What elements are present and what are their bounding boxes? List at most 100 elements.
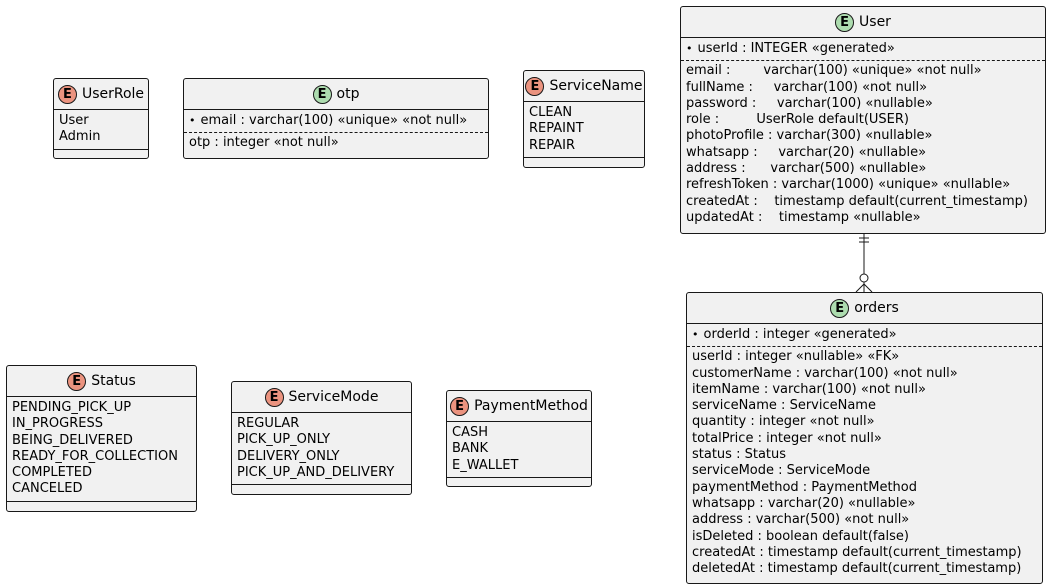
field: createdAt : timestamp default(current_ti… [692, 544, 1022, 560]
field: whatsapp : varchar(20) «nullable» [692, 495, 916, 511]
field: photoProfile : varchar(300) «nullable» [686, 128, 933, 144]
field: quantity : integer «not null» [692, 414, 875, 430]
entity-user: E User userId : INTEGER «generated» emai… [680, 6, 1046, 234]
crowfoot-mark [855, 283, 865, 293]
entity-badge-icon: E [312, 84, 332, 104]
field: address : varchar(500) «nullable» [686, 161, 927, 177]
field: refreshToken : varchar(1000) «unique» «n… [686, 177, 1011, 193]
enum-userrole-footer [54, 148, 148, 156]
enum-status: E Status PENDING_PICK_UP IN_PROGRESS BEI… [6, 365, 197, 512]
key-field: orderId : integer «generated» [692, 327, 1037, 343]
field: role : UserRole default(USER) [686, 112, 909, 128]
enum-value: PENDING_PICK_UP [12, 400, 132, 415]
enum-servicemode-footer [232, 484, 411, 491]
key-separator [681, 60, 1045, 62]
entity-orders: E orders orderId : integer «generated» u… [686, 292, 1043, 584]
entity-otp-keys: email : varchar(100) «unique» «not null» [184, 110, 488, 132]
key-separator [184, 132, 488, 134]
field: address : varchar(500) «not null» [692, 512, 910, 528]
entity-user-keys: userId : INTEGER «generated» [681, 38, 1045, 60]
enum-value: COMPLETED [12, 465, 92, 481]
entity-user-header: E User [681, 7, 1045, 38]
enum-value: CASH [452, 425, 488, 440]
entity-badge-icon: E [830, 298, 850, 318]
enum-badge-icon: E [525, 76, 545, 96]
field: status : Status [692, 447, 787, 463]
entity-otp-header: E otp [184, 79, 488, 110]
enum-value: REPAIR [529, 137, 576, 153]
entity-orders-header: E orders [687, 293, 1042, 324]
field: isDeleted : boolean default(false) [692, 528, 909, 544]
enum-servicename-values: CLEAN REPAINT REPAIR [524, 102, 644, 157]
enum-paymentmethod-footer [447, 476, 591, 484]
field: createdAt : timestamp default(current_ti… [686, 193, 1028, 209]
field: userId : integer «nullable» «FK» [692, 349, 900, 365]
zero-mark [859, 273, 869, 283]
field: whatsapp : varchar(20) «nullable» [686, 144, 927, 160]
field: itemName : varchar(100) «not null» [692, 381, 926, 397]
entity-otp-fields: otp : integer «not null» [184, 133, 488, 154]
enum-status-title: Status [91, 373, 136, 389]
enum-value: BANK [452, 441, 489, 457]
enum-paymentmethod: E PaymentMethod CASH BANK E_WALLET [446, 390, 592, 487]
field: email : varchar(100) «unique» «not null» [686, 63, 982, 79]
enum-value: Admin [59, 129, 101, 145]
enum-userrole: E UserRole User Admin [53, 78, 149, 159]
enum-value: PICK_UP_ONLY [237, 432, 331, 448]
enum-servicename: E ServiceName CLEAN REPAINT REPAIR [523, 70, 645, 168]
entity-orders-fields: userId : integer «nullable» «FK» custome… [687, 347, 1042, 580]
enum-status-values: PENDING_PICK_UP IN_PROGRESS BEING_DELIVE… [7, 397, 196, 501]
enum-servicemode-values: REGULAR PICK_UP_ONLY DELIVERY_ONLY PICK_… [232, 413, 411, 484]
field: otp : integer «not null» [189, 135, 339, 151]
enum-status-header: E Status [7, 366, 196, 397]
key-separator [687, 346, 1042, 348]
enum-badge-icon: E [264, 387, 284, 407]
enum-servicemode-header: E ServiceMode [232, 382, 411, 413]
entity-orders-keys: orderId : integer «generated» [687, 324, 1042, 346]
enum-value: BEING_DELIVERED [12, 432, 133, 448]
enum-value: REPAINT [529, 121, 584, 137]
field: fullName : varchar(100) «not null» [686, 79, 928, 95]
enum-value: CANCELED [12, 481, 83, 497]
enum-userrole-title: UserRole [81, 86, 145, 102]
enum-value: User [59, 113, 89, 128]
enum-paymentmethod-title: PaymentMethod [474, 398, 588, 414]
entity-user-title: User [859, 14, 891, 30]
enum-userrole-header: E UserRole [54, 79, 148, 110]
enum-servicename-title: ServiceName [549, 78, 643, 94]
enum-value: CLEAN [529, 105, 573, 120]
enum-paymentmethod-values: CASH BANK E_WALLET [447, 422, 591, 477]
enum-badge-icon: E [57, 84, 77, 104]
enum-servicename-footer [524, 156, 644, 164]
enum-value: IN_PROGRESS [12, 416, 103, 432]
field: serviceName : ServiceName [692, 398, 876, 414]
entity-user-fields: email : varchar(100) «unique» «not null»… [681, 61, 1045, 229]
enum-userrole-values: User Admin [54, 110, 148, 149]
enum-servicemode: E ServiceMode REGULAR PICK_UP_ONLY DELIV… [231, 381, 412, 495]
field: totalPrice : integer «not null» [692, 430, 882, 446]
key-field: userId : INTEGER «generated» [686, 41, 1040, 57]
entity-otp-title: otp [336, 86, 360, 102]
entity-orders-title: orders [854, 300, 899, 316]
field: updatedAt : timestamp «nullable» [686, 209, 921, 225]
field: deletedAt : timestamp default(current_ti… [692, 561, 1022, 577]
enum-value: REGULAR [237, 416, 300, 431]
enum-badge-icon: E [450, 396, 470, 416]
enum-paymentmethod-header: E PaymentMethod [447, 391, 591, 422]
field: paymentMethod : PaymentMethod [692, 479, 917, 495]
enum-value: DELIVERY_ONLY [237, 448, 340, 464]
enum-status-footer [7, 500, 196, 508]
enum-badge-icon: E [67, 371, 87, 391]
enum-value: PICK_UP_AND_DELIVERY [237, 464, 395, 480]
enum-servicemode-title: ServiceMode [288, 389, 379, 405]
crowfoot-mark [863, 283, 873, 293]
entity-otp: E otp email : varchar(100) «unique» «not… [183, 78, 489, 159]
field: password : varchar(100) «nullable» [686, 95, 933, 111]
entity-badge-icon: E [835, 12, 855, 32]
enum-value: E_WALLET [452, 457, 519, 473]
field: serviceMode : ServiceMode [692, 463, 871, 479]
enum-value: READY_FOR_COLLECTION [12, 448, 178, 464]
field: customerName : varchar(100) «not null» [692, 365, 958, 381]
enum-servicename-header: E ServiceName [524, 71, 644, 102]
